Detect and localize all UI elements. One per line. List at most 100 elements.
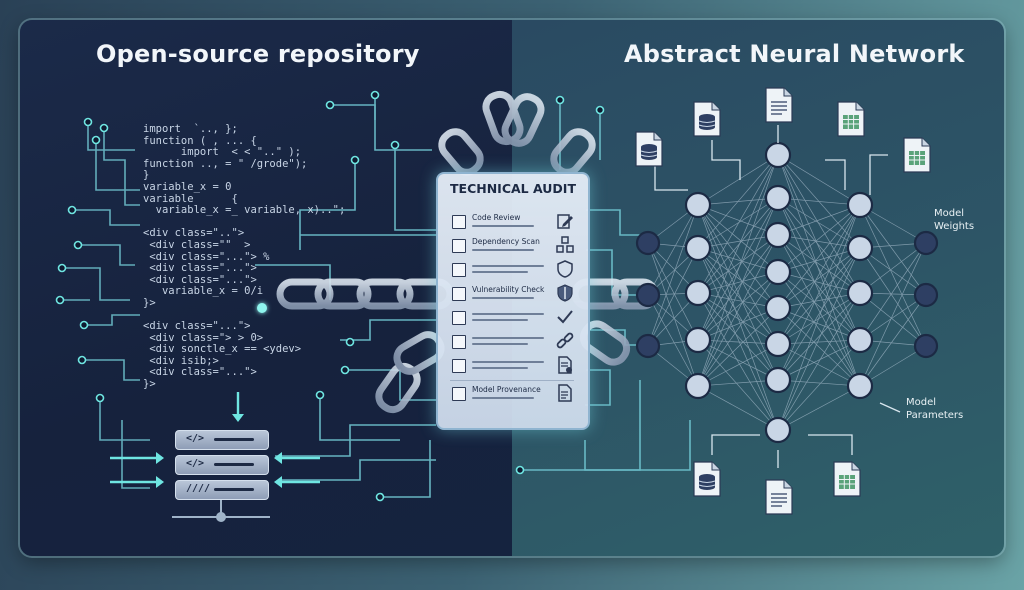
network-node bbox=[635, 230, 661, 256]
document-file-icon bbox=[765, 479, 793, 515]
network-edge bbox=[777, 234, 861, 387]
network-node bbox=[846, 372, 874, 400]
network-edge bbox=[697, 271, 779, 341]
network-edge bbox=[647, 242, 699, 387]
audit-checkbox[interactable] bbox=[452, 263, 466, 277]
network-edge bbox=[859, 242, 927, 387]
code-line: <div class="..."> % bbox=[143, 250, 270, 263]
network-edge bbox=[697, 247, 779, 309]
audit-item: Code Review bbox=[450, 212, 580, 232]
server-unit-3: //// bbox=[175, 480, 269, 500]
shield-icon bbox=[556, 260, 574, 278]
network-edge bbox=[777, 247, 861, 273]
audit-checkbox[interactable] bbox=[452, 239, 466, 253]
database-file-icon bbox=[635, 131, 663, 167]
network-edge bbox=[777, 379, 861, 387]
network-edge bbox=[777, 204, 861, 309]
network-node bbox=[764, 294, 792, 322]
network-edge bbox=[859, 247, 927, 347]
network-node bbox=[846, 191, 874, 219]
audit-item: Dependency Scan bbox=[450, 236, 580, 256]
code-line: <div class="..."> bbox=[143, 262, 257, 275]
code-line: <div class="..."> bbox=[143, 320, 251, 333]
server-base bbox=[172, 500, 270, 522]
code-line: variable_x = 0 bbox=[143, 180, 232, 193]
audit-checkbox[interactable] bbox=[452, 215, 466, 229]
network-edge bbox=[777, 307, 861, 341]
network-edge bbox=[697, 247, 779, 345]
database-file-icon bbox=[693, 461, 721, 497]
audit-divider bbox=[450, 380, 574, 381]
audit-checkbox[interactable] bbox=[452, 359, 466, 373]
network-edge bbox=[859, 292, 927, 347]
network-edge bbox=[859, 242, 927, 341]
spreadsheet-file-icon bbox=[833, 461, 861, 497]
network-edge bbox=[777, 339, 861, 345]
audit-checkbox[interactable] bbox=[452, 387, 466, 401]
network-edge bbox=[697, 197, 779, 249]
network-edge bbox=[777, 154, 861, 341]
glow-node bbox=[257, 303, 267, 313]
network-edge bbox=[859, 294, 927, 341]
network-node bbox=[684, 372, 712, 400]
network-edge bbox=[777, 234, 861, 294]
network-edge bbox=[697, 197, 779, 341]
network-node bbox=[635, 282, 661, 308]
network-edge bbox=[859, 247, 927, 296]
network-edge bbox=[859, 204, 927, 347]
network-edge bbox=[697, 379, 779, 387]
network-edge bbox=[777, 234, 861, 249]
audit-item bbox=[450, 308, 580, 328]
code-line: function .., = " /grode"); bbox=[143, 157, 308, 170]
network-edge bbox=[697, 154, 779, 387]
network-edge bbox=[647, 294, 699, 387]
audit-item-label: Code Review bbox=[472, 213, 521, 222]
network-edge bbox=[697, 247, 779, 273]
network-edge bbox=[697, 197, 779, 294]
audit-wire-nodes bbox=[515, 95, 605, 475]
network-edge bbox=[777, 247, 861, 309]
code-line: <div sonctle_x == <ydev> bbox=[143, 343, 302, 356]
code-line: import `.., }; bbox=[143, 123, 238, 135]
code-line: variable_x = 0/i bbox=[143, 285, 264, 298]
audit-title: TECHNICAL AUDIT bbox=[450, 181, 576, 196]
network-edge bbox=[647, 204, 699, 347]
audit-item bbox=[450, 332, 580, 352]
network-edge bbox=[697, 307, 779, 387]
network-edge bbox=[777, 154, 861, 206]
network-edge bbox=[697, 154, 779, 249]
network-edge bbox=[777, 292, 861, 431]
code-line: <div class="..."> bbox=[143, 273, 257, 286]
audit-checkbox[interactable] bbox=[452, 287, 466, 301]
network-edge bbox=[697, 154, 779, 206]
network-edge bbox=[697, 234, 779, 294]
code-to-audit-wires bbox=[255, 95, 436, 498]
audit-checkbox[interactable] bbox=[452, 311, 466, 325]
network-edge bbox=[777, 197, 861, 249]
file-icons bbox=[635, 87, 931, 515]
network-edge bbox=[777, 204, 861, 381]
server-arrows bbox=[110, 392, 320, 484]
left-trace-nodes bbox=[55, 117, 109, 403]
model-weights-label: Model Weights bbox=[934, 208, 975, 232]
network-edge bbox=[697, 154, 779, 294]
network-edge bbox=[777, 247, 861, 431]
network-edge bbox=[697, 197, 779, 387]
code-icon: </> bbox=[186, 458, 205, 469]
network-node bbox=[913, 230, 939, 256]
network-edge bbox=[697, 247, 779, 431]
network-edge bbox=[647, 204, 699, 296]
document-file-icon bbox=[765, 87, 793, 123]
code-line: variable { bbox=[143, 192, 238, 205]
network-edge bbox=[777, 247, 861, 345]
code-line: <div class=".."> bbox=[143, 227, 245, 240]
code-line: <div isib;> bbox=[143, 354, 219, 367]
network-nodes bbox=[635, 141, 939, 444]
audit-item-label: Vulnerability Check bbox=[472, 285, 545, 294]
database-file-icon bbox=[693, 101, 721, 137]
network-edge bbox=[697, 154, 779, 341]
audit-checkbox[interactable] bbox=[452, 335, 466, 349]
